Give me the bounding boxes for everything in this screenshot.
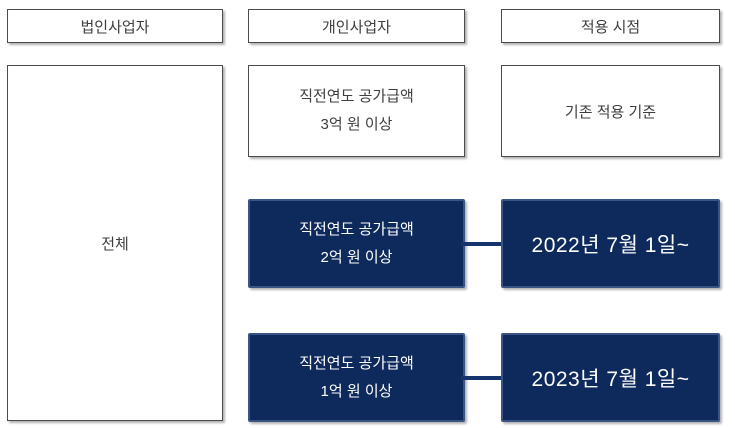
box-tier-300m: 직전연도 공가급액 3억 원 이상 [248, 65, 465, 157]
header-application-timing: 적용 시점 [501, 9, 720, 43]
header-individual-label: 개인사업자 [321, 18, 391, 36]
existing-criteria-label: 기존 적용 기준 [564, 103, 657, 121]
date-2022-label: 2022년 7월 1일~ [531, 233, 690, 257]
connector-2022-line [461, 242, 505, 246]
tier-200m-line1: 직전연도 공가급액 [299, 220, 414, 238]
box-tier-200m: 직전연도 공가급액 2억 원 이상 [248, 199, 465, 288]
header-corporate-business: 법인사업자 [7, 9, 223, 43]
connector-2023-line [461, 376, 505, 380]
box-corporate-all: 전체 [7, 65, 223, 421]
box-date-2023: 2023년 7월 1일~ [501, 333, 720, 422]
header-corporate-label: 법인사업자 [80, 18, 150, 36]
tier-100m-line2: 1억 원 이상 [320, 382, 393, 400]
tier-100m-line1: 직전연도 공가급액 [299, 354, 414, 372]
tier-300m-line2: 3억 원 이상 [320, 116, 393, 133]
box-date-2022: 2022년 7월 1일~ [501, 199, 720, 288]
header-individual-business: 개인사업자 [248, 9, 465, 43]
tier-200m-line2: 2억 원 이상 [320, 248, 393, 266]
corporate-all-label: 전체 [101, 235, 129, 253]
box-existing-criteria: 기존 적용 기준 [501, 65, 720, 157]
date-2023-label: 2023년 7월 1일~ [531, 367, 690, 391]
box-tier-100m: 직전연도 공가급액 1억 원 이상 [248, 333, 465, 422]
tier-300m-line1: 직전연도 공가급액 [299, 88, 414, 105]
header-timing-label: 적용 시점 [580, 18, 641, 36]
